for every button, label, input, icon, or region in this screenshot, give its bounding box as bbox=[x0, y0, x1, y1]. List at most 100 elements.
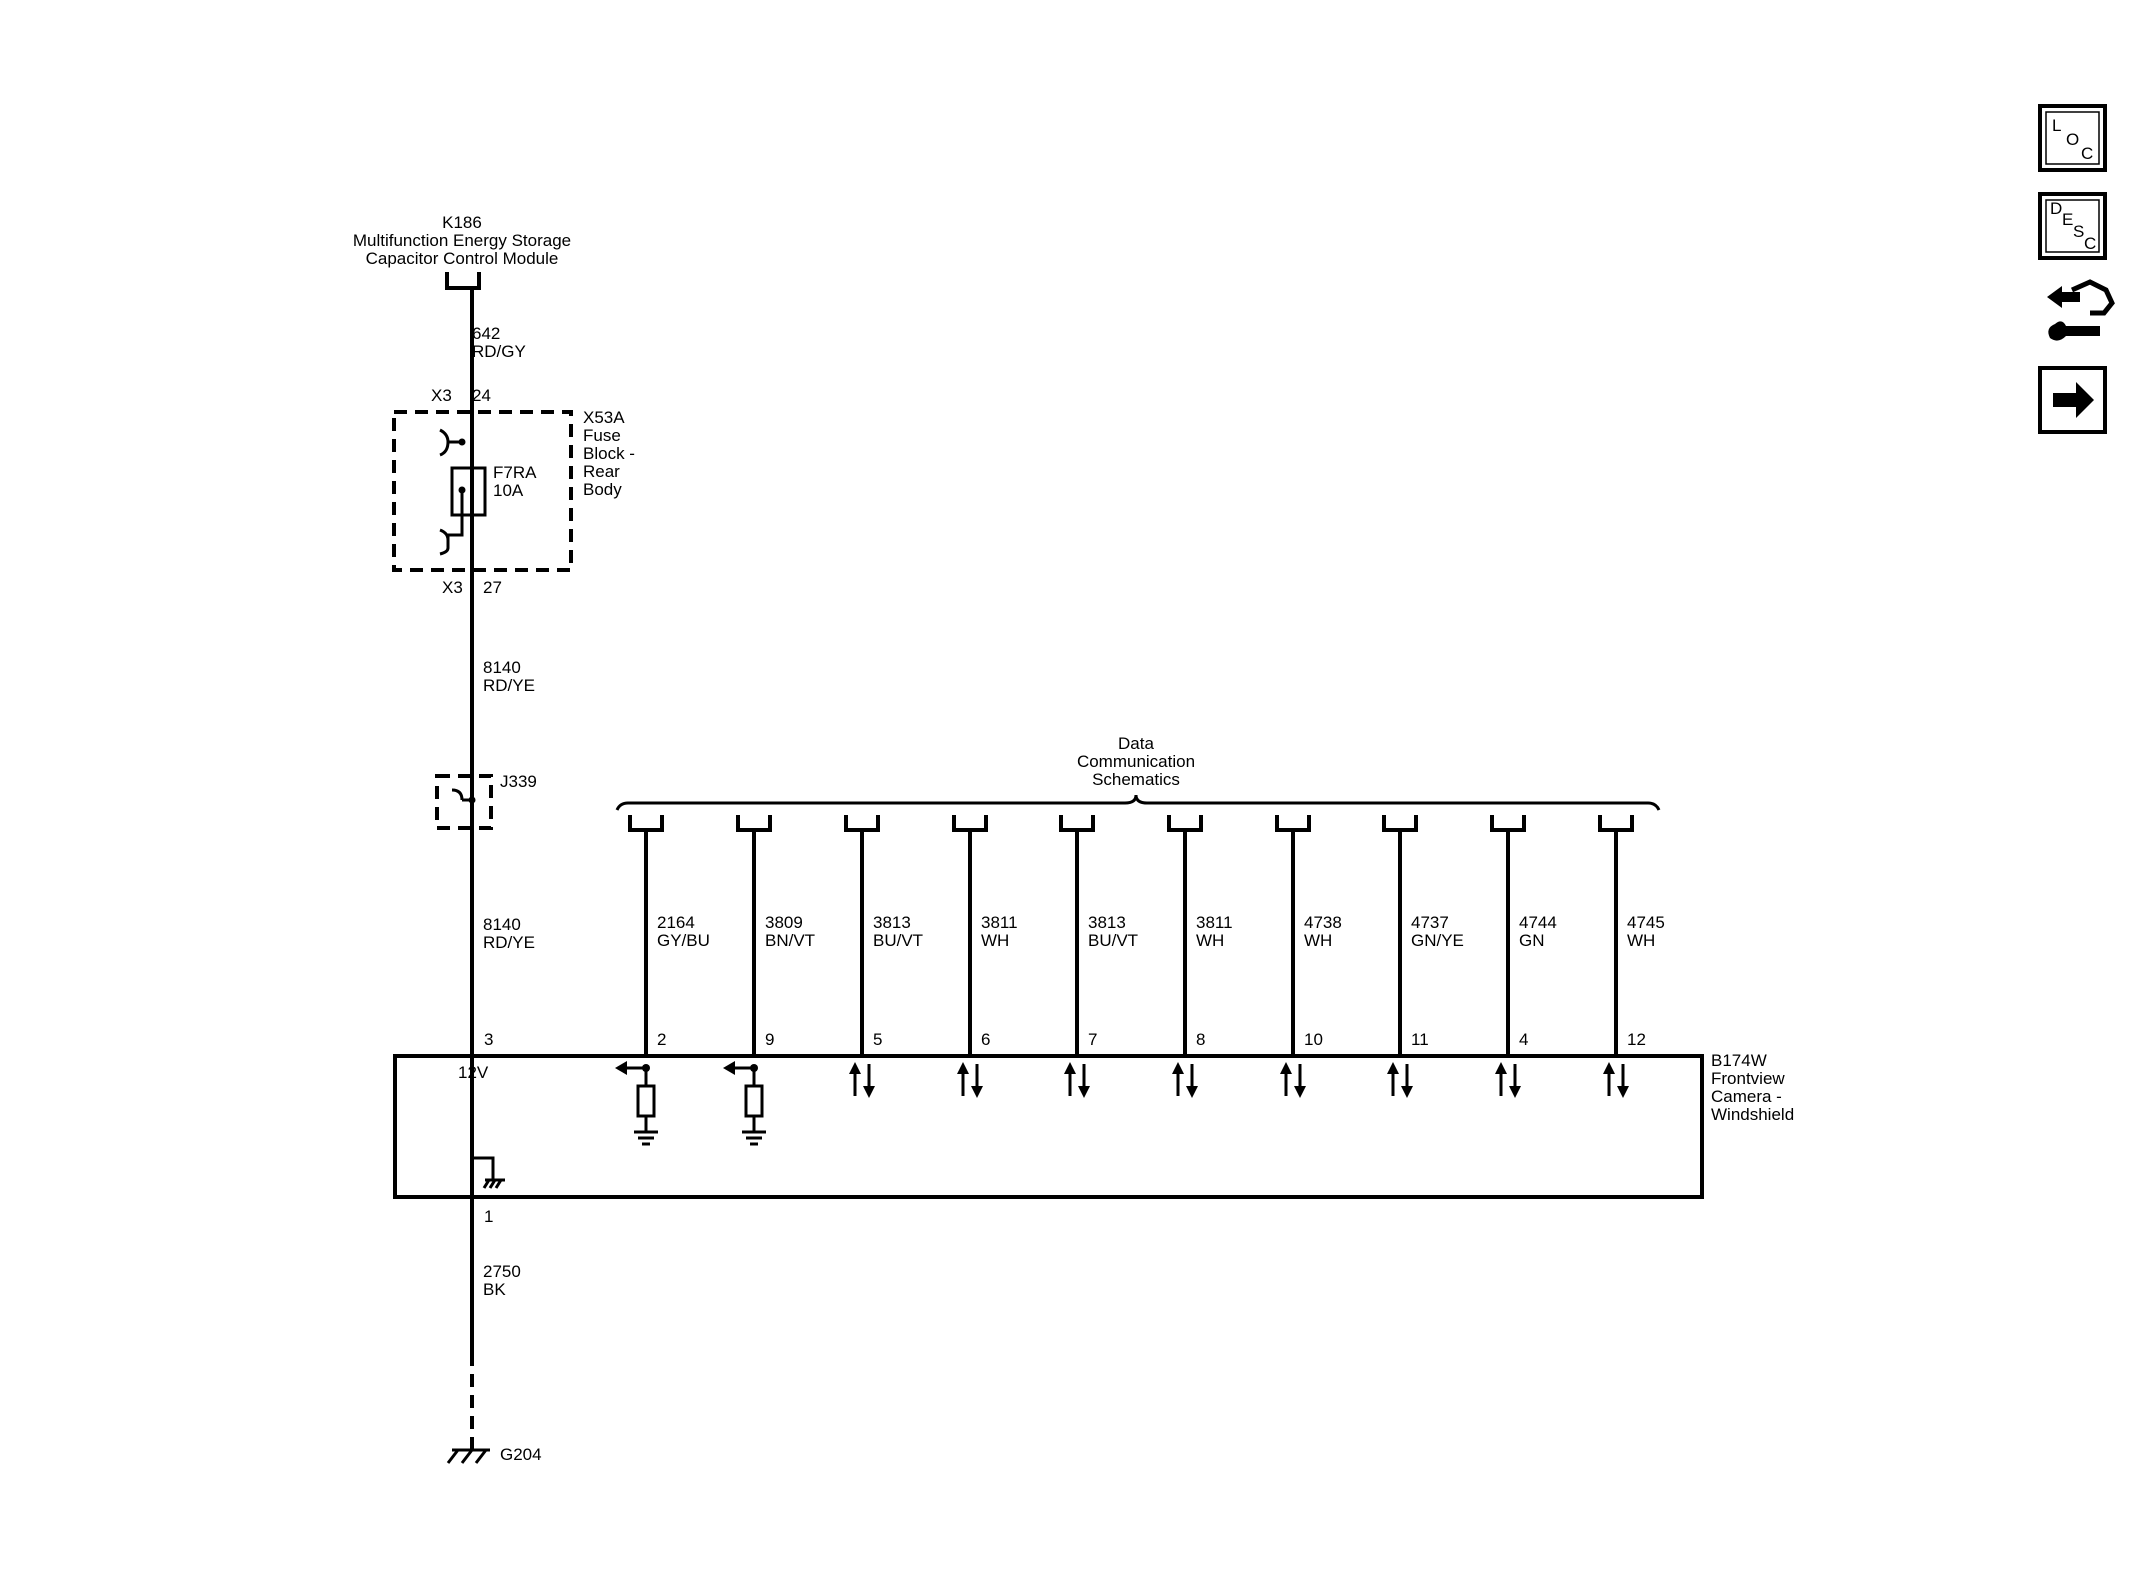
data-wire-connector bbox=[844, 815, 880, 832]
data-wire-color: GN/YE bbox=[1411, 931, 1464, 950]
svg-text:Block -: Block - bbox=[583, 444, 635, 463]
svg-text:Camera -: Camera - bbox=[1711, 1087, 1782, 1106]
connector-wrench-icon[interactable] bbox=[2047, 279, 2115, 341]
data-comm-brace bbox=[615, 794, 1661, 811]
data-wire-color: GN bbox=[1519, 931, 1545, 950]
data-wire-connector bbox=[1275, 815, 1311, 832]
svg-text:X53A: X53A bbox=[583, 408, 625, 427]
next-button[interactable] bbox=[2038, 366, 2107, 434]
data-wire-connector bbox=[1598, 815, 1634, 832]
arrow-right-icon bbox=[2053, 382, 2094, 418]
svg-text:B174W: B174W bbox=[1711, 1051, 1767, 1070]
desc-button[interactable]: D E S C bbox=[2038, 192, 2107, 260]
data-wire-color: WH bbox=[981, 931, 1009, 950]
svg-text:Frontview: Frontview bbox=[1711, 1069, 1785, 1088]
data-comm-label[interactable]: Data Communication Schematics bbox=[1077, 734, 1195, 789]
fuse-block-outline bbox=[392, 410, 573, 572]
data-wire-connector bbox=[1167, 815, 1203, 832]
svg-text:Data: Data bbox=[1118, 734, 1154, 753]
wire-mid-color: RD/YE bbox=[483, 676, 535, 695]
ground-id: G204 bbox=[500, 1445, 542, 1464]
svg-text:Rear: Rear bbox=[583, 462, 620, 481]
splice-id: J339 bbox=[500, 772, 537, 791]
data-wire-circuit: 3811 bbox=[981, 913, 1018, 932]
data-wire-color: WH bbox=[1627, 931, 1655, 950]
data-wire-color: GY/BU bbox=[657, 931, 710, 950]
fuse-connector-top: X3 bbox=[431, 386, 452, 405]
data-wire-pin: 2 bbox=[657, 1030, 666, 1049]
loc-button[interactable]: L O C bbox=[2038, 104, 2107, 172]
camera-ground-pin: 1 bbox=[484, 1207, 493, 1226]
data-wire-pin: 4 bbox=[1519, 1030, 1528, 1049]
wire-top-color: RD/GY bbox=[472, 342, 526, 361]
down-arrow-icon bbox=[863, 1086, 875, 1098]
data-wire-circuit: 4744 bbox=[1519, 913, 1557, 932]
data-wire-circuit: 3813 bbox=[1088, 913, 1126, 932]
source-module-connector bbox=[445, 272, 481, 290]
svg-text:D: D bbox=[2050, 199, 2062, 218]
fuse-id: F7RA bbox=[493, 463, 537, 482]
fuse-pin-top: 24 bbox=[472, 386, 491, 405]
down-arrow-icon bbox=[1186, 1086, 1198, 1098]
source-module-name-line2: Capacitor Control Module bbox=[366, 249, 559, 268]
camera-module-box bbox=[393, 1054, 1704, 1199]
data-wire-color: WH bbox=[1304, 931, 1332, 950]
source-module-label: K186 Multifunction Energy Storage Capaci… bbox=[353, 213, 571, 268]
data-wire-connector bbox=[952, 815, 988, 832]
fuse-pin-bottom: 27 bbox=[483, 578, 502, 597]
wire-mid-circuit: 8140 bbox=[483, 658, 521, 677]
svg-text:Schematics: Schematics bbox=[1092, 770, 1180, 789]
down-arrow-icon bbox=[1294, 1086, 1306, 1098]
data-wire-pin: 9 bbox=[765, 1030, 774, 1049]
output-arrow-icon bbox=[723, 1061, 735, 1075]
up-arrow-icon bbox=[1495, 1062, 1507, 1074]
data-wire-connector bbox=[1059, 815, 1095, 832]
splice-symbol bbox=[451, 788, 476, 804]
svg-text:Fuse: Fuse bbox=[583, 426, 621, 445]
ground-symbol bbox=[446, 1448, 490, 1464]
data-wire-pin: 11 bbox=[1411, 1030, 1429, 1049]
data-wire-circuit: 3809 bbox=[765, 913, 803, 932]
data-wire-pin: 7 bbox=[1088, 1030, 1097, 1049]
data-wire-pin: 10 bbox=[1304, 1030, 1323, 1049]
down-arrow-icon bbox=[1401, 1086, 1413, 1098]
svg-text:O: O bbox=[2066, 130, 2079, 149]
camera-power-label: 12V bbox=[458, 1063, 489, 1082]
wire-low-color: RD/YE bbox=[483, 933, 535, 952]
data-wire-pin: 8 bbox=[1196, 1030, 1205, 1049]
data-wire-color: BU/VT bbox=[873, 931, 923, 950]
wire-low-circuit: 8140 bbox=[483, 915, 521, 934]
data-wire-pin: 12 bbox=[1627, 1030, 1646, 1049]
up-arrow-icon bbox=[1280, 1062, 1292, 1074]
source-module-id: K186 bbox=[442, 213, 482, 232]
output-arrow-icon bbox=[615, 1061, 627, 1075]
svg-text:C: C bbox=[2081, 144, 2093, 163]
data-wire-circuit: 2164 bbox=[657, 913, 695, 932]
up-arrow-icon bbox=[849, 1062, 861, 1074]
source-module-name-line1: Multifunction Energy Storage bbox=[353, 231, 571, 250]
data-wire-connector bbox=[628, 815, 664, 832]
up-arrow-icon bbox=[1172, 1062, 1184, 1074]
svg-text:S: S bbox=[2073, 222, 2084, 241]
camera-module-label: B174W Frontview Camera - Windshield bbox=[1711, 1051, 1794, 1124]
down-arrow-icon bbox=[1078, 1086, 1090, 1098]
svg-text:Communication: Communication bbox=[1077, 752, 1195, 771]
data-wire-pin: 5 bbox=[873, 1030, 882, 1049]
fuse-symbol bbox=[439, 428, 487, 556]
ground-wire-color: BK bbox=[483, 1280, 506, 1299]
resistor-symbol bbox=[744, 1084, 764, 1118]
fuse-connector-bottom: X3 bbox=[442, 578, 463, 597]
data-wire-circuit: 4745 bbox=[1627, 913, 1665, 932]
data-wire-pin: 6 bbox=[981, 1030, 990, 1049]
fuse-rating: 10A bbox=[493, 481, 524, 500]
